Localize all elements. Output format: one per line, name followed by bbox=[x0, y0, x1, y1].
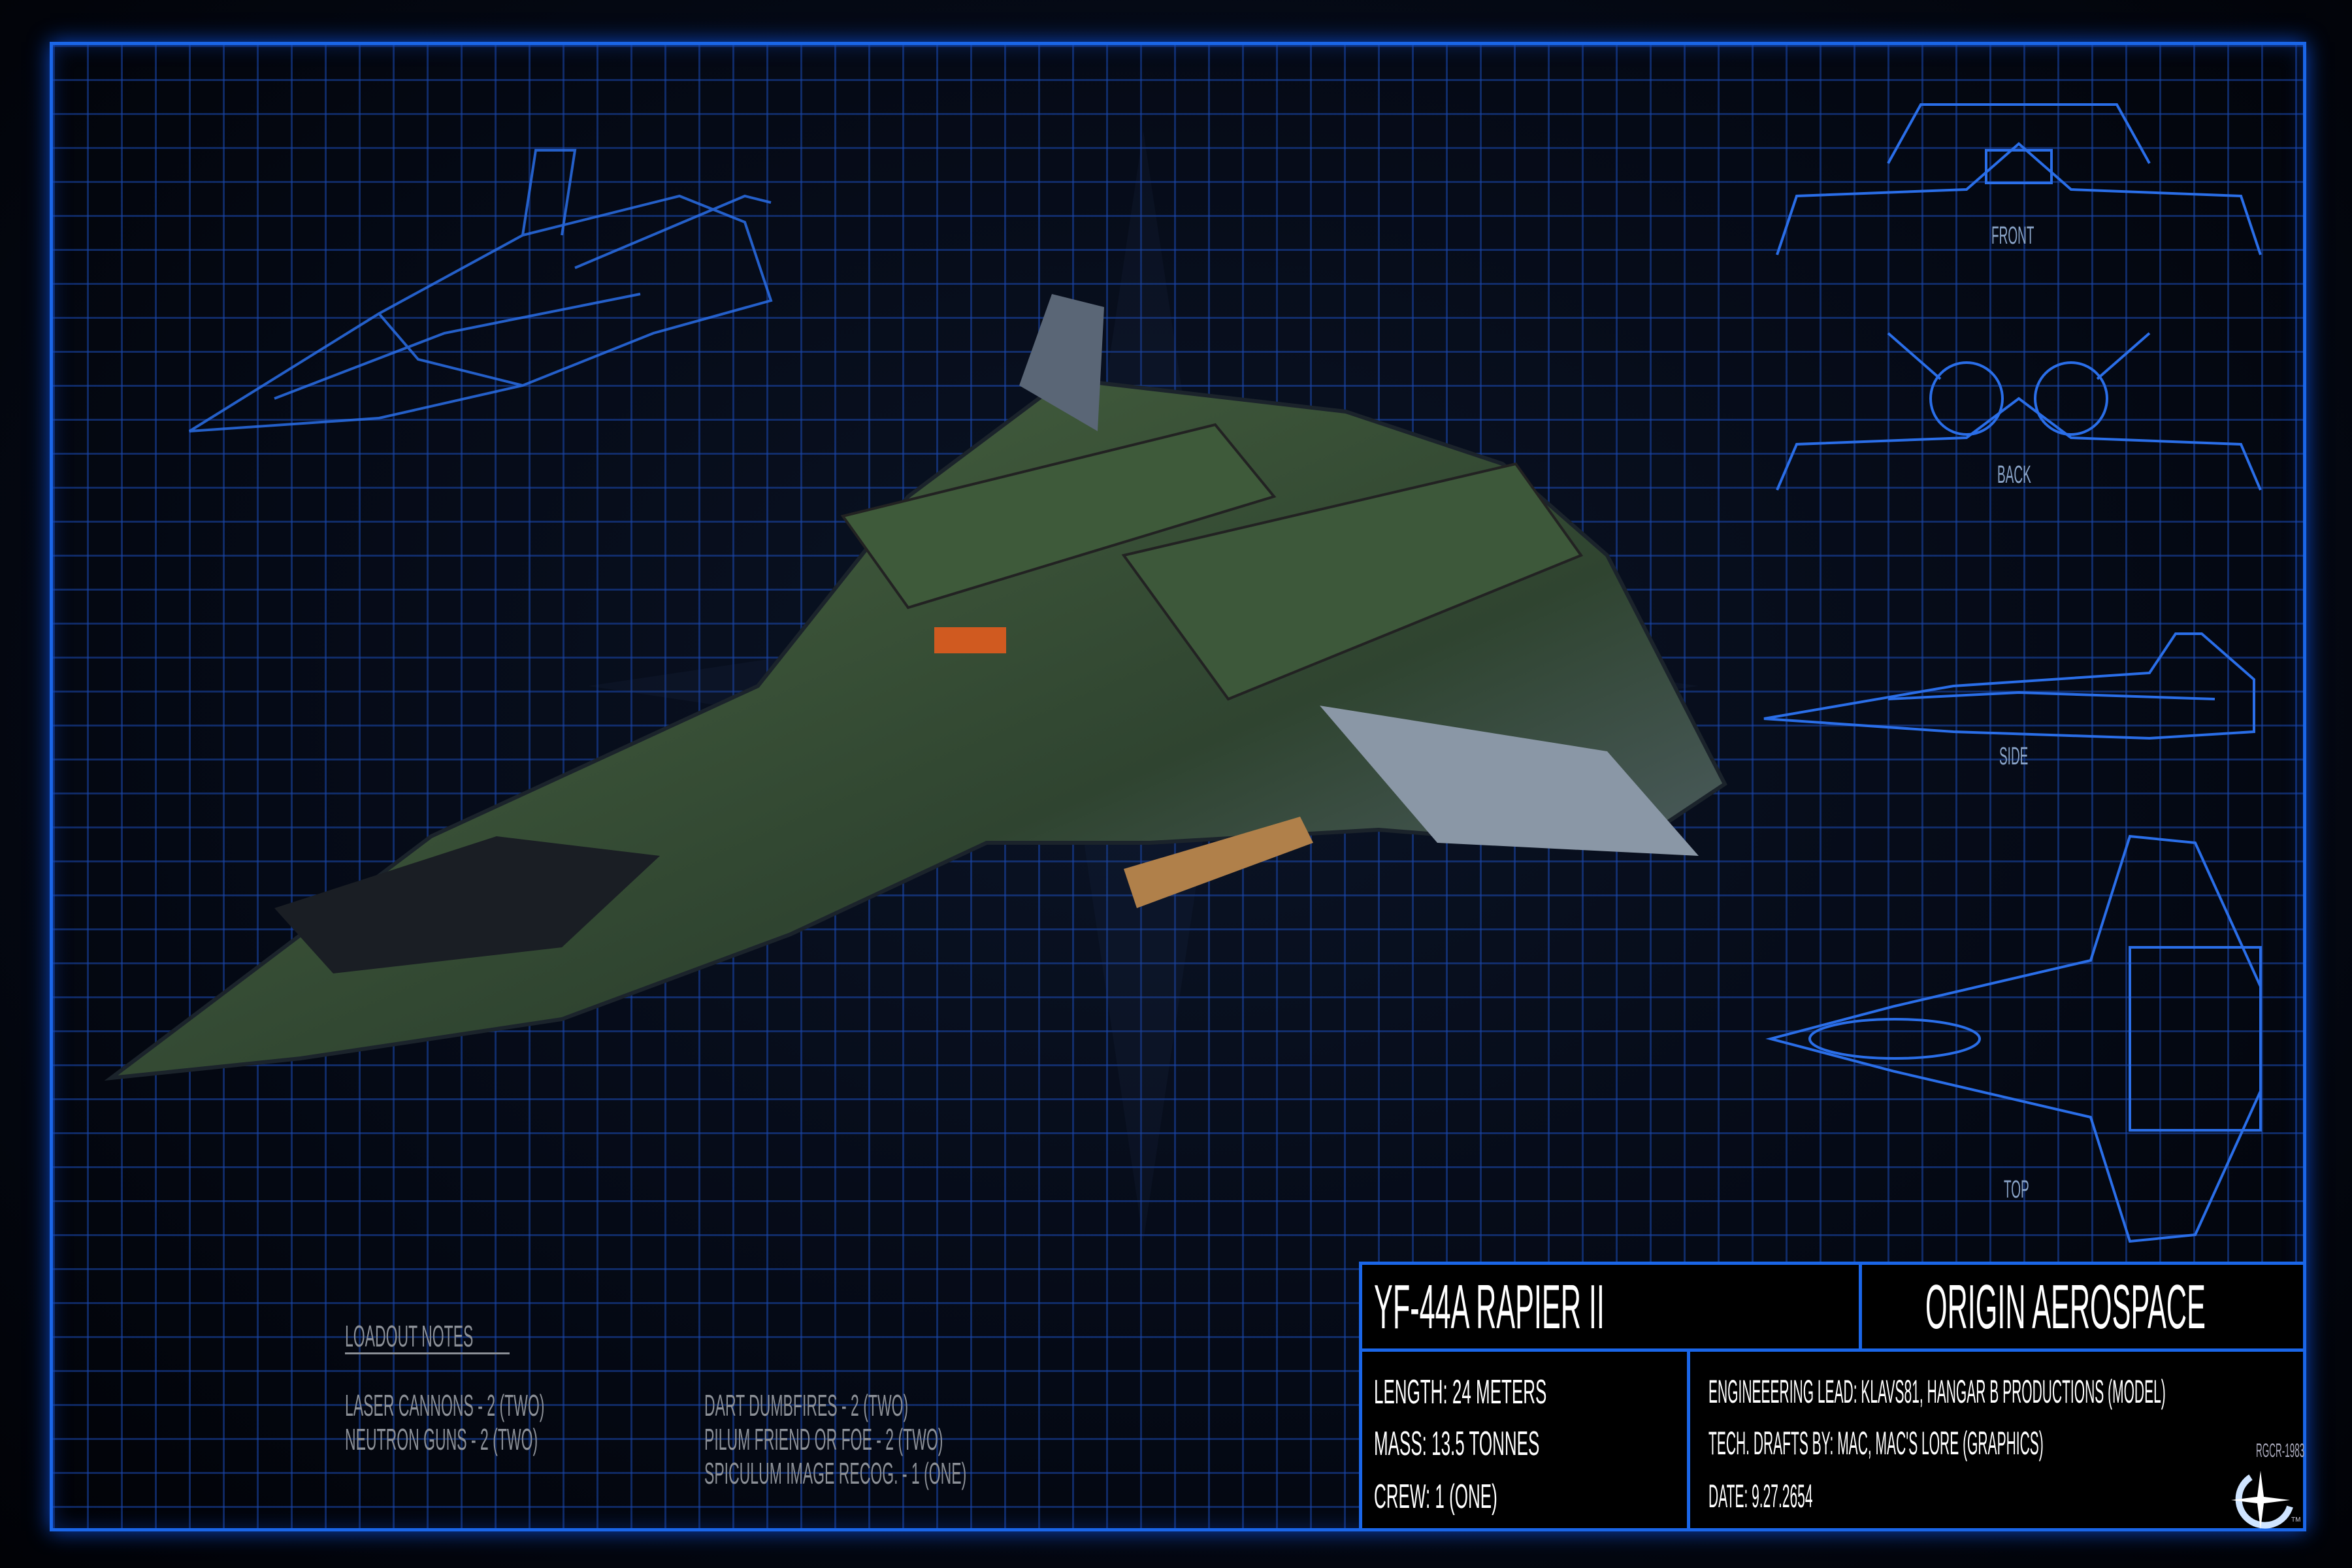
loadout-item: SPICULUM IMAGE RECOG. - 1 (ONE) bbox=[704, 1456, 967, 1490]
trademark: TM bbox=[2291, 1516, 2301, 1524]
manufacturer: ORIGIN AEROSPACE bbox=[1925, 1272, 2206, 1342]
divider bbox=[1362, 1348, 2303, 1352]
credit-drafts: TECH. DRAFTS BY: MAC, MAC'S LORE (GRAPHI… bbox=[1708, 1425, 2044, 1462]
credit-date: DATE: 9.27.2654 bbox=[1708, 1478, 1813, 1514]
spec-crew: CREW: 1 (ONE) bbox=[1374, 1478, 1497, 1516]
loadout-item: PILUM FRIEND OR FOE - 2 (TWO) bbox=[704, 1422, 943, 1456]
top-view-wireframe bbox=[1765, 834, 2262, 1243]
front-view-label: FRONT bbox=[1991, 222, 2034, 250]
ship-render bbox=[105, 294, 1727, 1081]
info-panel: YF-44A RAPIER II ORIGIN AEROSPACE LENGTH… bbox=[1359, 1262, 2306, 1531]
back-view-wireframe bbox=[1776, 332, 2262, 491]
spec-mass: MASS: 13.5 TONNES bbox=[1374, 1425, 1540, 1463]
credit-engineering: ENGINEEERING LEAD: KLAVS81, HANGAR B PRO… bbox=[1708, 1373, 2166, 1410]
perspective-wireframe bbox=[188, 149, 773, 433]
back-view-label: BACK bbox=[1997, 461, 2031, 489]
top-view-label: TOP bbox=[2004, 1176, 2029, 1203]
loadout-item: DART DUMBFIRES - 2 (TWO) bbox=[704, 1388, 909, 1422]
spec-length: LENGTH: 24 METERS bbox=[1374, 1373, 1547, 1411]
loadout-title: LOADOUT NOTES bbox=[345, 1318, 510, 1354]
loadout-item: NEUTRON GUNS - 2 (TWO) bbox=[345, 1422, 538, 1456]
ship-name: YF-44A RAPIER II bbox=[1374, 1272, 1605, 1342]
side-view-wireframe bbox=[1763, 632, 2255, 740]
front-view-wireframe bbox=[1776, 103, 2262, 255]
side-view-label: SIDE bbox=[1999, 743, 2029, 770]
loadout-item: LASER CANNONS - 2 (TWO) bbox=[345, 1388, 545, 1422]
origin-logo bbox=[2231, 1471, 2293, 1529]
divider bbox=[1687, 1352, 1690, 1528]
code-label: RGCR-1983 bbox=[2256, 1440, 2305, 1462]
divider bbox=[1859, 1265, 1862, 1348]
